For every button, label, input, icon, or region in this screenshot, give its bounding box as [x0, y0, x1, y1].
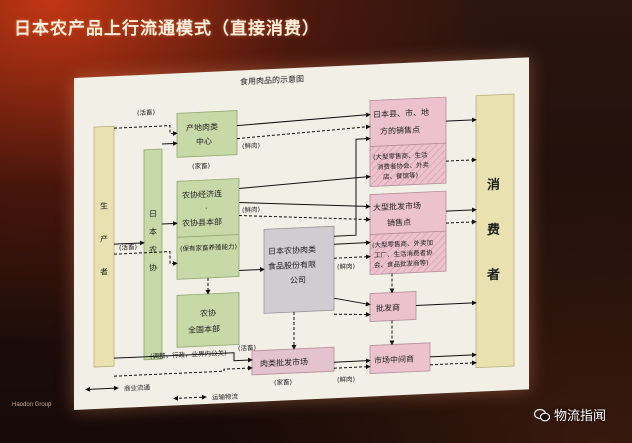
wholesale-market-line-2: 销售点	[387, 217, 411, 228]
meat-company-line-2: 食品股份有限	[268, 259, 316, 271]
arrow-middleman-to-consumer	[430, 352, 477, 358]
producer-label-3: 者	[100, 267, 108, 276]
national-hq-box	[176, 292, 240, 348]
national-hq-line-1: 农协	[200, 308, 216, 319]
meat-center-box	[176, 110, 238, 158]
local-sales-note-1: (大型零售商、生活	[373, 150, 428, 161]
diagram-caption: 食用肉品的示意图	[240, 74, 304, 87]
arrow-producer-to-coop	[114, 240, 145, 246]
arrow-local-sales-to-consumer	[446, 117, 477, 123]
wechat-watermark: 物流指闻	[534, 405, 606, 424]
dash-producer-to-coop-group	[114, 251, 178, 267]
legend-dashed-line	[173, 394, 207, 401]
dash-producer-to-meat-market	[114, 365, 253, 377]
consumer-label-2: 费	[487, 222, 500, 239]
label-coordination: (调整，行政，业界内公关)	[150, 348, 227, 360]
consumer-box	[475, 93, 515, 369]
label-livestock-2: (家畜)	[274, 377, 292, 387]
label-carcass-1: (鲜肉)	[242, 141, 260, 151]
legend-commercial: 商业流通	[124, 383, 150, 393]
meat-center-line-1: 产地肉类	[186, 121, 218, 132]
wholesale-note-1: (大型零售商、外卖加	[372, 238, 433, 250]
dash-wholesale-to-consumer	[446, 219, 477, 225]
consumer-label-3: 者	[486, 267, 500, 284]
label-live-1: (活畜)	[137, 107, 155, 117]
local-sales-note-3: 店、餐馆等)	[383, 170, 418, 181]
arrow-wholesale-to-consumer	[446, 207, 477, 213]
arrow-hq-to-meat-company	[239, 267, 265, 273]
local-sales-line-2: 方的销售点	[380, 124, 420, 136]
arrow-wholesaler-to-consumer	[416, 300, 477, 306]
arrow-meat-company-to-wholesale	[334, 240, 371, 246]
wholesale-note-3: 会、食品批发商等)	[374, 258, 429, 269]
meat-company-line-3: 公司	[290, 275, 306, 285]
local-sales-note-2: 消费者协会、外卖	[377, 160, 429, 171]
wechat-icon	[534, 408, 550, 421]
producer-box	[93, 125, 115, 368]
local-sales-box	[369, 96, 447, 147]
coop-group-divider	[177, 234, 239, 238]
consumer-label-1: 消	[487, 177, 500, 194]
label-carcass-3: (鲜肉)	[337, 261, 355, 271]
coop-group-line-3: 农协县本部	[182, 216, 222, 228]
label-livestock-1: (家畜)	[192, 161, 210, 171]
wholesale-market-line-1: 大型批发市场	[373, 200, 421, 212]
wholesale-market-box	[369, 190, 447, 235]
label-carcass-2: (鲜肉)	[242, 205, 260, 215]
national-hq-line-2: 全国本部	[188, 323, 220, 334]
slide-title: 日本农产品上行流通模式（直接消费）	[14, 19, 320, 39]
dash-meat-company-to-wholesale	[334, 254, 371, 260]
dash-producer-to-meat-center	[114, 125, 178, 137]
middleman-label: 市场中间商	[374, 354, 414, 366]
local-sales-note-box	[369, 142, 447, 187]
producer-label-2: 产	[100, 233, 108, 243]
meat-distribution-diagram: 食用肉品的示意图 生 产 者 日 本 农 协 产地肉类 中心 农协经济连 · 农…	[85, 74, 515, 402]
dash-middleman-to-consumer	[430, 360, 477, 366]
dash-coop-group-to-wholesale	[238, 215, 371, 222]
meat-company-line-1: 日本农协肉类	[268, 244, 316, 256]
arrow-coop-group-to-local-sales	[238, 174, 371, 190]
label-live-3: (活畜)	[238, 343, 256, 353]
arrow-meat-center-to-local-sales	[236, 112, 371, 127]
legend-transport: 运输物流	[212, 392, 238, 402]
dash-local-sales-to-consumer	[446, 157, 477, 163]
dash-meat-market-to-middleman	[334, 364, 371, 370]
producer-label-1: 生	[100, 200, 108, 210]
arrow-meat-market-to-middleman	[334, 358, 371, 364]
arrow-meat-company-to-local-sales	[334, 136, 371, 237]
coop-box	[143, 148, 163, 361]
wholesale-note-2: 工厂、生活消费者协	[374, 248, 433, 260]
commercial-flow-arrows	[114, 112, 477, 364]
coop-label-3: 农	[149, 244, 157, 254]
label-live-2: (活畜)	[119, 242, 137, 252]
watermark-text: 物流指闻	[554, 409, 607, 424]
coop-group-line-1: 农协经济连	[182, 188, 222, 200]
projector-screen: 食用肉品的示意图 生 产 者 日 本 农 协 产地肉类 中心 农协经济连 · 农…	[74, 57, 529, 411]
arrow-producer-to-meat-market	[114, 352, 253, 363]
coop-label-1: 日	[149, 209, 157, 218]
arrow-coop-to-coop-group	[162, 221, 178, 227]
coop-group-note: (保有家畜养殖能力)	[180, 242, 237, 254]
label-carcass-4: (鲜肉)	[337, 374, 355, 384]
slide-footer: Haodon Group	[12, 402, 52, 408]
arrow-meat-company-to-wholesaler	[333, 297, 371, 307]
diagram-legend: 商业流通 运输物流	[85, 383, 238, 402]
coop-label-4: 协	[149, 262, 157, 272]
wholesaler-label: 批发商	[376, 302, 400, 313]
arrow-coop-group-to-wholesale	[238, 202, 371, 209]
dash-meat-company-to-wholesaler	[333, 312, 371, 318]
dash-meat-center-to-local-sales	[236, 124, 371, 140]
meat-center-line-2: 中心	[196, 136, 212, 147]
meat-market-label: 肉类批发市场	[260, 356, 308, 368]
coop-label-2: 本	[149, 226, 157, 236]
logistics-flow-arrows	[114, 124, 477, 377]
arrow-coop-to-meat-center	[162, 141, 178, 147]
legend-solid-line	[85, 385, 119, 392]
coop-group-line-2: ·	[205, 204, 208, 213]
local-sales-line-1: 日本县、市、地	[373, 107, 429, 120]
